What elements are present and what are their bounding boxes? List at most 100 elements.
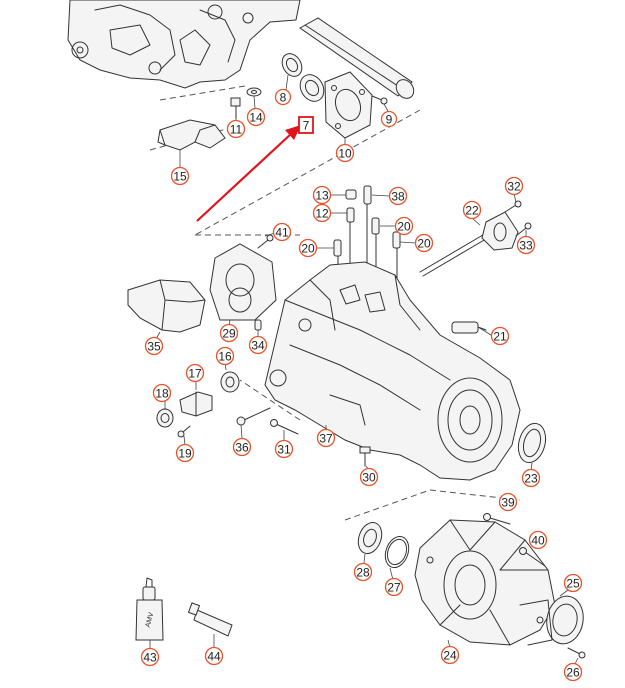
callout-ring: [516, 235, 536, 255]
callout-ring: [219, 323, 239, 343]
callout-number: 14: [249, 111, 263, 125]
selector-shaft-22-part: [419, 200, 522, 277]
seal-8-part: [281, 53, 303, 77]
callout-number: 36: [235, 441, 249, 455]
input-shaft-part: [299, 17, 415, 99]
callout-ring: [144, 336, 164, 356]
bolt-38-part: [483, 513, 511, 525]
bolt-31-part: [270, 419, 299, 435]
cover-25-part: [519, 595, 584, 646]
callout-ring: [140, 647, 160, 667]
callout-40: 40: [528, 530, 548, 550]
callout-number: 41: [275, 226, 289, 240]
callout-number: 39: [501, 496, 515, 510]
callout-36: 36: [232, 437, 252, 457]
screw-19-part: [177, 425, 191, 438]
callout-20: 20: [394, 216, 414, 236]
main-housing-40-part: [264, 261, 521, 481]
callout-number: 43: [143, 651, 157, 665]
callout-14: 14: [246, 107, 266, 127]
callout-8: 8: [274, 88, 292, 106]
callout-ring: [274, 439, 294, 459]
plug-13-part: [345, 189, 357, 200]
callout-41: 41: [272, 222, 292, 242]
washer-14-part: [246, 87, 262, 97]
callout-ring: [353, 562, 373, 582]
callout-ring: [175, 443, 195, 463]
callout-highlight-box: [298, 116, 314, 134]
callout-ring: [152, 383, 172, 403]
upper-housing-part: [67, 0, 301, 89]
callout-23: 23: [521, 468, 541, 488]
callout-ring: [440, 645, 460, 665]
callout-34: 34: [248, 335, 268, 355]
callout-11: 11: [226, 119, 246, 139]
callout-ring: [498, 492, 518, 512]
callout-number: 34: [251, 339, 265, 353]
callout-33: 33: [516, 235, 536, 255]
callout-10: 10: [335, 143, 355, 163]
stud-41-part: [257, 234, 274, 249]
assembly-guide-lines: [149, 85, 521, 521]
callout-21: 21: [490, 326, 510, 346]
callout-31: 31: [274, 439, 294, 459]
callout-ring: [462, 200, 482, 220]
callout-28: 28: [353, 562, 373, 582]
bushing-16-part: [220, 371, 240, 393]
callout-ring: [248, 335, 268, 355]
callout-ring: [394, 216, 414, 236]
callout-15: 15: [170, 166, 190, 186]
grease-tube-44-part: [187, 602, 233, 637]
callout-ring: [246, 107, 266, 127]
seal-28-part: [357, 522, 383, 554]
callout-number: 31: [277, 443, 291, 457]
callout-27: 27: [384, 577, 404, 597]
callout-number: 23: [524, 472, 538, 486]
callout-number: 20: [397, 220, 411, 234]
bolt-11-part: [230, 97, 241, 119]
callout-ring: [528, 530, 548, 550]
ring-23-part: [517, 422, 547, 464]
bracket-15-part: [157, 119, 226, 151]
bolt-36-part: [236, 407, 271, 426]
callout-ring: [359, 467, 379, 487]
callout-32: 32: [504, 176, 524, 196]
callout-ring: [380, 110, 398, 128]
callout-ring: [170, 166, 190, 186]
callout-ring: [490, 326, 510, 346]
callout-ring: [384, 577, 404, 597]
callout-number: 28: [356, 566, 370, 580]
screw-9-part: [371, 95, 388, 105]
callout-number: 8: [280, 91, 287, 105]
callout-20: 20: [414, 233, 434, 253]
callout-number: 19: [178, 447, 192, 461]
callout-ring: [298, 238, 318, 258]
callout-20: 20: [298, 238, 318, 258]
callout-number: 26: [566, 666, 580, 680]
callout-ring: [226, 119, 246, 139]
shield-35-part: [127, 279, 206, 333]
callout-number: 20: [417, 237, 431, 251]
pin-34-part: [254, 319, 262, 331]
callout-number: 29: [222, 327, 236, 341]
callout-ring: [312, 203, 332, 223]
callout-30: 30: [359, 467, 379, 487]
callout-ring: [388, 186, 408, 206]
callout-number: 12: [315, 207, 329, 221]
callout-38: 38: [388, 186, 408, 206]
callout-ring: [414, 233, 434, 253]
sensor-21-part: [451, 321, 487, 334]
callout-number: 21: [493, 330, 507, 344]
callout-number: 15: [173, 170, 187, 184]
callout-37: 37: [316, 428, 336, 448]
callout-number: 25: [566, 577, 580, 591]
pin-20b-part: [392, 231, 401, 291]
callout-19: 19: [175, 443, 195, 463]
callout-26: 26: [563, 662, 583, 682]
callout-16: 16: [215, 346, 235, 366]
callout-number: 17: [188, 367, 202, 381]
gasket-plate-29-part: [209, 243, 277, 321]
callout-ring: [232, 437, 252, 457]
callout-ring: [204, 646, 224, 666]
